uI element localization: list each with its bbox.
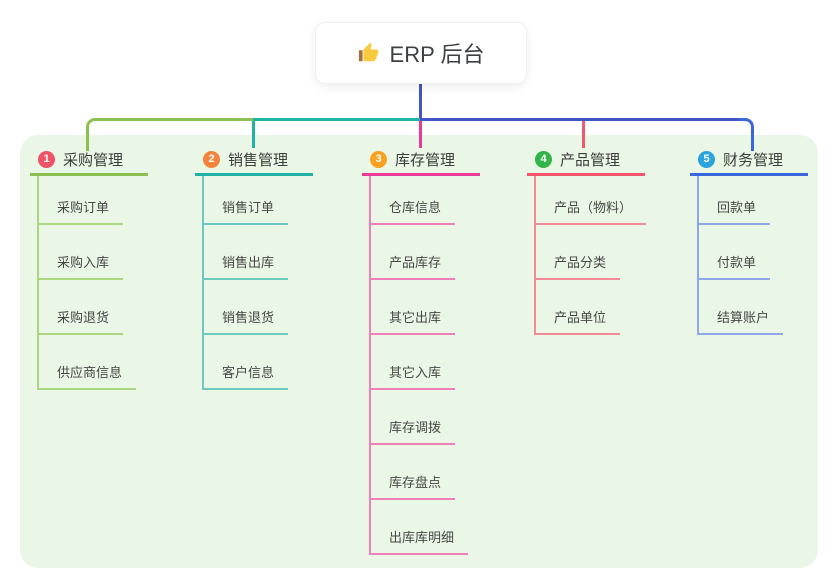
child-node[interactable]: 销售退货 (204, 280, 313, 335)
badge-5: 5 (698, 151, 715, 168)
child-label: 结算账户 (699, 307, 784, 335)
child-label: 销售出库 (204, 252, 289, 280)
child-node[interactable]: 其它入库 (371, 335, 480, 390)
branch-label: 采购管理 (63, 152, 124, 169)
branch-children: 仓库信息 产品库存 其它出库 其它入库 库存调拨 库存盘点 出库库明细 (369, 176, 480, 555)
branch-label: 销售管理 (228, 152, 289, 169)
branch-finance: 5 财务管理 回款单 付款单 结算账户 (690, 146, 808, 335)
child-node[interactable]: 销售订单 (204, 176, 313, 225)
child-label: 库存调拨 (371, 417, 456, 445)
child-label: 其它入库 (371, 362, 456, 390)
child-node[interactable]: 产品分类 (536, 225, 645, 280)
child-label: 采购入库 (39, 252, 124, 280)
branch-node-purchase[interactable]: 1 采购管理 (30, 146, 148, 176)
child-node[interactable]: 采购退货 (39, 280, 148, 335)
branch-label: 财务管理 (723, 152, 784, 169)
child-node[interactable]: 采购订单 (39, 176, 148, 225)
child-node[interactable]: 产品（物料） (536, 176, 647, 225)
branch-children: 回款单 付款单 结算账户 (697, 176, 808, 335)
child-node[interactable]: 客户信息 (204, 335, 313, 390)
child-node[interactable]: 回款单 (699, 176, 808, 225)
badge-2: 2 (203, 151, 220, 168)
child-label: 产品分类 (536, 252, 621, 280)
branch-children: 产品（物料） 产品分类 产品单位 (534, 176, 647, 335)
branch-label: 产品管理 (560, 152, 621, 169)
child-node[interactable]: 产品单位 (536, 280, 645, 335)
branch-node-inventory[interactable]: 3 库存管理 (362, 146, 480, 176)
branch-node-product[interactable]: 4 产品管理 (527, 146, 645, 176)
bus-segment-teal (253, 118, 420, 121)
child-label: 库存盘点 (371, 472, 456, 500)
child-label: 其它出库 (371, 307, 456, 335)
bus-corner-branch1 (86, 118, 101, 151)
child-label: 客户信息 (204, 362, 289, 390)
branch-children: 销售订单 销售出库 销售退货 客户信息 (202, 176, 313, 390)
badge-3: 3 (370, 151, 387, 168)
branches-background-panel (20, 135, 818, 568)
branch-children: 采购订单 采购入库 采购退货 供应商信息 (37, 176, 148, 390)
branch-node-sales[interactable]: 2 销售管理 (195, 146, 313, 176)
child-label: 供应商信息 (39, 362, 137, 390)
child-label: 付款单 (699, 252, 771, 280)
child-label: 采购退货 (39, 307, 124, 335)
drop-line-branch4 (582, 121, 585, 148)
root-node-label: ERP 后台 (389, 42, 485, 67)
child-node[interactable]: 供应商信息 (39, 335, 148, 390)
child-label: 仓库信息 (371, 197, 456, 225)
child-label: 采购订单 (39, 197, 124, 225)
child-label: 出库库明细 (371, 527, 469, 555)
bus-corner-branch5 (739, 118, 754, 151)
root-connector-line (419, 82, 422, 121)
child-label: 产品单位 (536, 307, 621, 335)
bus-segment-green (98, 118, 253, 121)
thumbs-up-icon (358, 42, 380, 64)
child-node[interactable]: 库存盘点 (371, 445, 480, 500)
child-node[interactable]: 仓库信息 (371, 176, 480, 225)
drop-line-branch2 (252, 121, 255, 148)
child-node[interactable]: 其它出库 (371, 280, 480, 335)
branch-purchase: 1 采购管理 采购订单 采购入库 采购退货 供应商信息 (30, 146, 148, 390)
branch-sales: 2 销售管理 销售订单 销售出库 销售退货 客户信息 (195, 146, 313, 390)
drop-line-branch3 (419, 121, 422, 148)
child-node[interactable]: 出库库明细 (371, 500, 480, 555)
branch-node-finance[interactable]: 5 财务管理 (690, 146, 808, 176)
branch-product: 4 产品管理 产品（物料） 产品分类 产品单位 (527, 146, 647, 335)
child-node[interactable]: 产品库存 (371, 225, 480, 280)
badge-4: 4 (535, 151, 552, 168)
child-label: 产品库存 (371, 252, 456, 280)
child-label: 销售退货 (204, 307, 289, 335)
child-node[interactable]: 库存调拨 (371, 390, 480, 445)
child-node[interactable]: 付款单 (699, 225, 808, 280)
bus-segment-blue (420, 118, 739, 121)
child-node[interactable]: 销售出库 (204, 225, 313, 280)
child-node[interactable]: 结算账户 (699, 280, 808, 335)
branch-label: 库存管理 (395, 152, 456, 169)
child-label: 产品（物料） (536, 197, 647, 225)
badge-1: 1 (38, 151, 55, 168)
child-node[interactable]: 采购入库 (39, 225, 148, 280)
child-label: 销售订单 (204, 197, 289, 225)
branch-inventory: 3 库存管理 仓库信息 产品库存 其它出库 其它入库 库存调拨 库存盘点 出库库… (362, 146, 480, 555)
root-node-erp[interactable]: ERP 后台 (315, 22, 527, 84)
child-label: 回款单 (699, 197, 771, 225)
